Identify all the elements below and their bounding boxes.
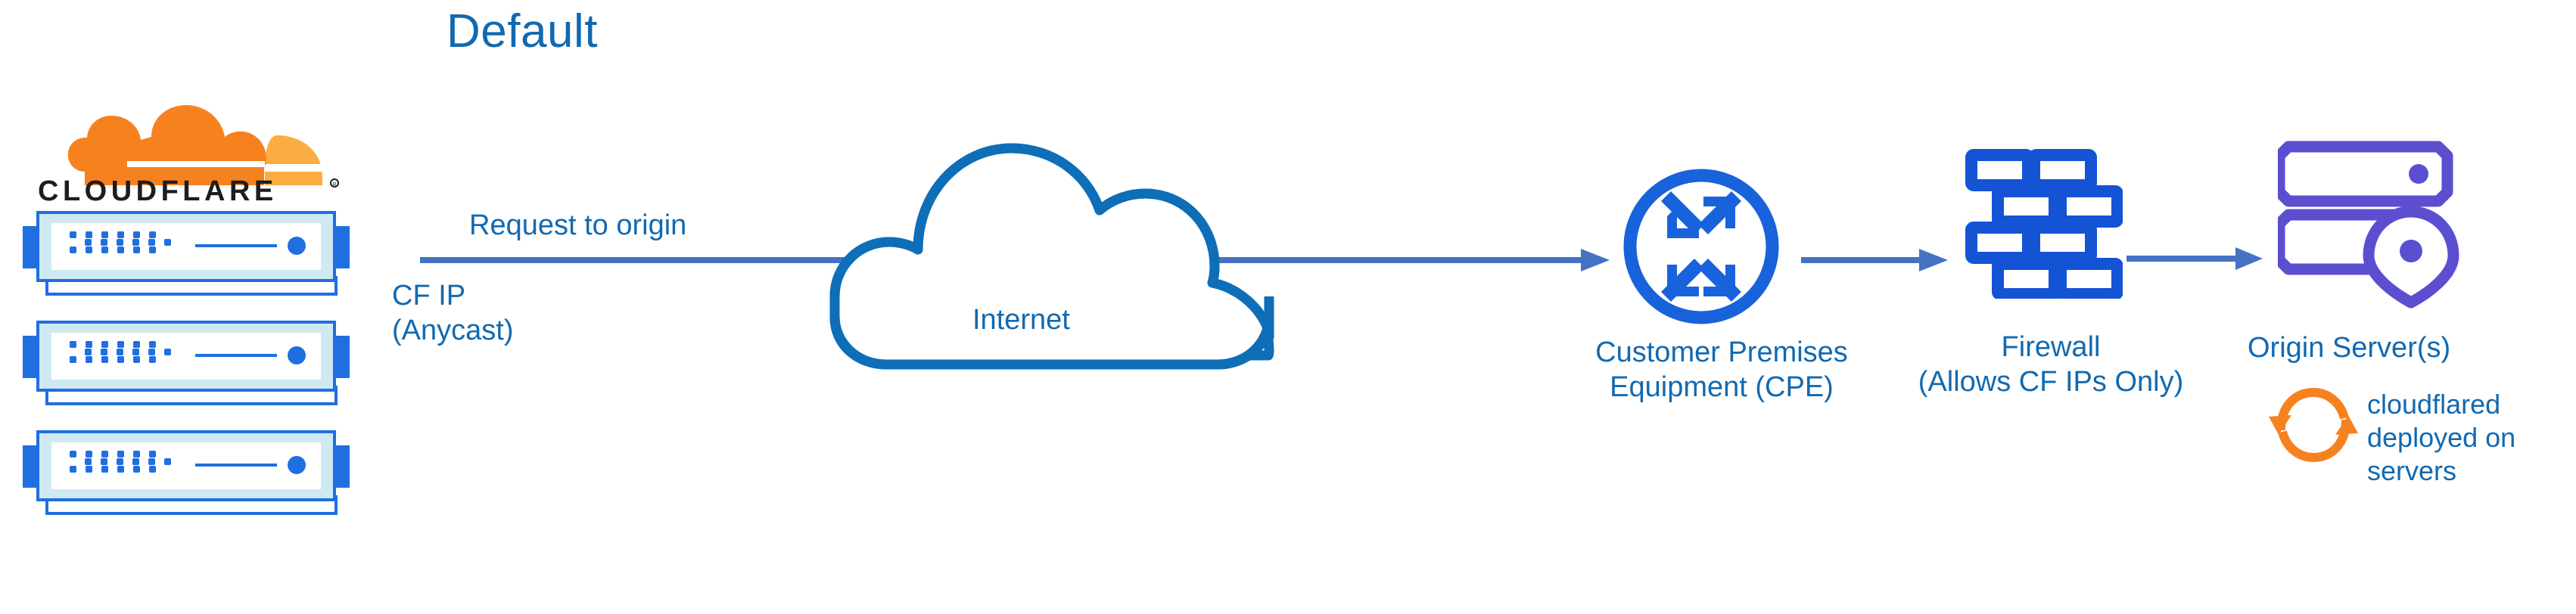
cloudflare-logo-icon bbox=[38, 102, 341, 193]
svg-text:R: R bbox=[332, 182, 336, 188]
cloudflare-edge-server-1 bbox=[15, 208, 357, 299]
sync-refresh-icon bbox=[2269, 380, 2358, 473]
brick-wall-icon bbox=[1964, 147, 2123, 302]
origin-server-label: Origin Server(s) bbox=[2248, 332, 2451, 364]
cpe-label: Customer Premises Equipment (CPE) bbox=[1595, 336, 1848, 403]
arrow-firewall-to-origin bbox=[2126, 243, 2266, 278]
server-location-icon bbox=[2273, 136, 2459, 314]
cloudflare-wordmark: CLOUDFLARE R bbox=[38, 174, 341, 209]
router-icon bbox=[1619, 165, 1783, 332]
cloud-icon bbox=[821, 98, 1290, 374]
svg-text:CLOUDFLARE: CLOUDFLARE bbox=[38, 175, 278, 207]
cloudflared-annotation-label: cloudflared deployed on servers bbox=[2367, 389, 2516, 486]
internet-label: Internet bbox=[972, 304, 1070, 336]
request-to-origin-label: Request to origin bbox=[469, 209, 687, 241]
cf-ip-anycast-label: CF IP (Anycast) bbox=[392, 280, 514, 346]
page-title: Default bbox=[446, 5, 598, 57]
cloudflare-edge-server-2 bbox=[15, 318, 357, 408]
arrow-cpe-to-firewall bbox=[1801, 246, 1952, 280]
firewall-label: Firewall (Allows CF IPs Only) bbox=[1918, 331, 2184, 398]
cloudflare-edge-server-3 bbox=[15, 427, 357, 518]
